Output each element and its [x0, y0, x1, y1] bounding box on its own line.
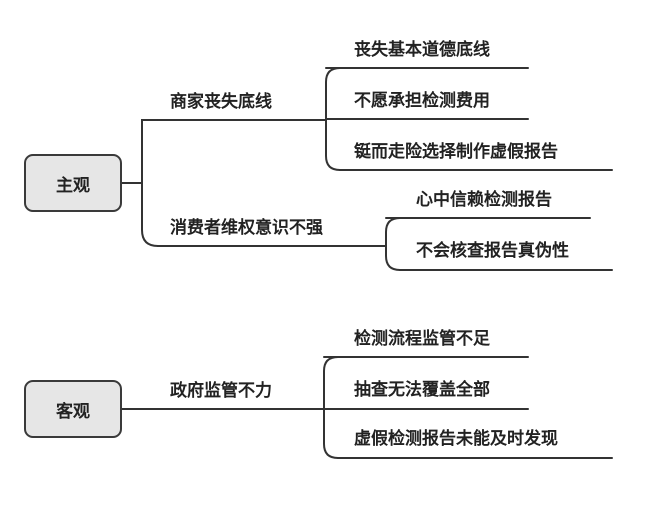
leaf-label: 丧失基本道德底线	[354, 40, 490, 60]
leaf-label: 心中信赖检测报告	[416, 190, 552, 210]
branch-label-merchant: 商家丧失底线	[170, 92, 272, 112]
connector-branch3-leaves	[323, 356, 339, 459]
branch-label-consumer: 消费者维权意识不强	[170, 218, 323, 238]
leaf-label: 铤而走险选择制作虚假报告	[354, 142, 558, 162]
branch-label-government: 政府监管不力	[170, 381, 272, 401]
leaf-label: 抽查无法覆盖全部	[354, 380, 490, 400]
leaf-label: 虚假检测报告未能及时发现	[354, 429, 558, 449]
leaf-label: 不会核查报告真伪性	[416, 241, 569, 261]
leaf-label: 检测流程监管不足	[354, 329, 490, 349]
connector-branch2-leaves	[385, 217, 401, 271]
connector-root1-branches	[121, 119, 159, 247]
root-node-objective: 客观	[24, 380, 122, 438]
leaf-label: 不愿承担检测费用	[354, 91, 490, 111]
root-node-subjective: 主观	[24, 154, 122, 212]
